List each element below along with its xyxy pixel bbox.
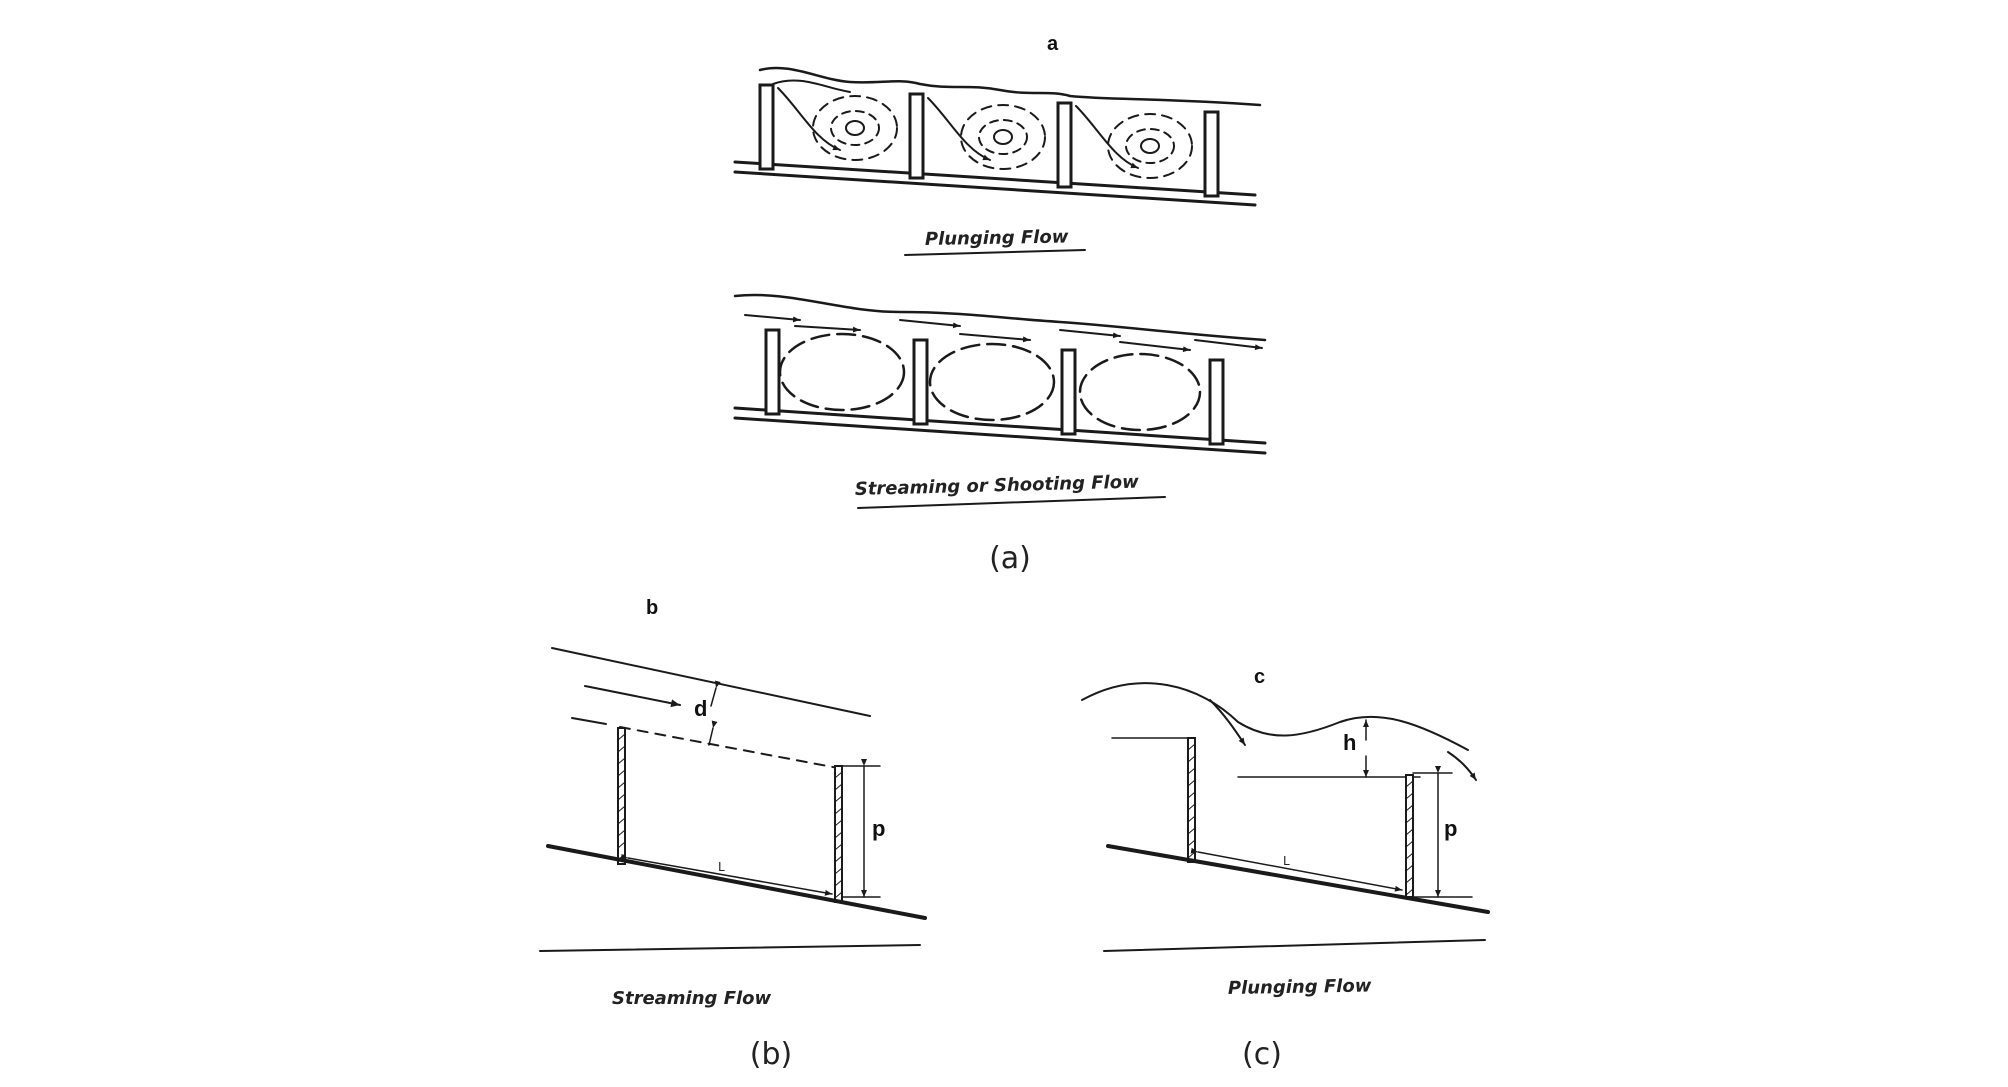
plunging-flow-label: Plunging Flow xyxy=(925,226,1069,250)
panel-a-streaming-sketch xyxy=(733,293,1267,455)
channel-bed-bottom xyxy=(733,416,1267,455)
panel-b-caption: (b) xyxy=(750,1037,792,1072)
panel-c: c h p L Plunging Flow (c) xyxy=(1081,666,1490,1072)
pool-vortices xyxy=(778,332,1202,432)
panel-a-caption: (a) xyxy=(989,541,1031,576)
channel-bed xyxy=(1106,844,1490,914)
pool-length-dimension xyxy=(1190,847,1403,892)
label-p: p xyxy=(872,816,885,841)
panel-a-plunging-sketch xyxy=(733,66,1262,207)
panel-c-letter: c xyxy=(1254,666,1265,688)
streaming-flow-label: Streaming Flow xyxy=(612,988,772,1009)
panel-b-letter: b xyxy=(646,597,658,619)
panel-b: b d p L Streaming Flow (b) xyxy=(539,597,927,1072)
flow-direction-arrow xyxy=(584,685,681,708)
label-d: d xyxy=(694,696,707,721)
water-surface xyxy=(733,293,1267,342)
water-surface xyxy=(1081,682,1469,751)
label-p: p xyxy=(1444,816,1457,841)
plunging-jet-arrow xyxy=(1209,699,1246,746)
crest-line xyxy=(619,726,839,769)
channel-bed xyxy=(546,844,927,920)
label-L: L xyxy=(1283,854,1290,868)
water-surface xyxy=(758,66,1262,107)
water-surface xyxy=(551,647,871,717)
panel-c-caption: (c) xyxy=(1242,1037,1282,1072)
base-line xyxy=(1103,939,1486,952)
pool-eddies xyxy=(812,95,1193,179)
weir-walls xyxy=(764,328,1225,446)
label-L: L xyxy=(718,860,725,874)
panel-a: a xyxy=(733,33,1267,576)
channel-bed-top xyxy=(733,160,1257,197)
panel-a-letter: a xyxy=(1047,33,1059,55)
streaming-or-shooting-flow-label: Streaming or Shooting Flow xyxy=(855,472,1140,500)
weir-walls xyxy=(758,83,1220,198)
label-h: h xyxy=(1343,730,1356,755)
pool-length-dimension xyxy=(620,853,833,896)
plunging-flow-label: Plunging Flow xyxy=(1228,975,1372,999)
channel-bed-bottom xyxy=(733,170,1257,207)
base-line xyxy=(539,944,921,952)
channel-bed-top xyxy=(733,406,1267,445)
